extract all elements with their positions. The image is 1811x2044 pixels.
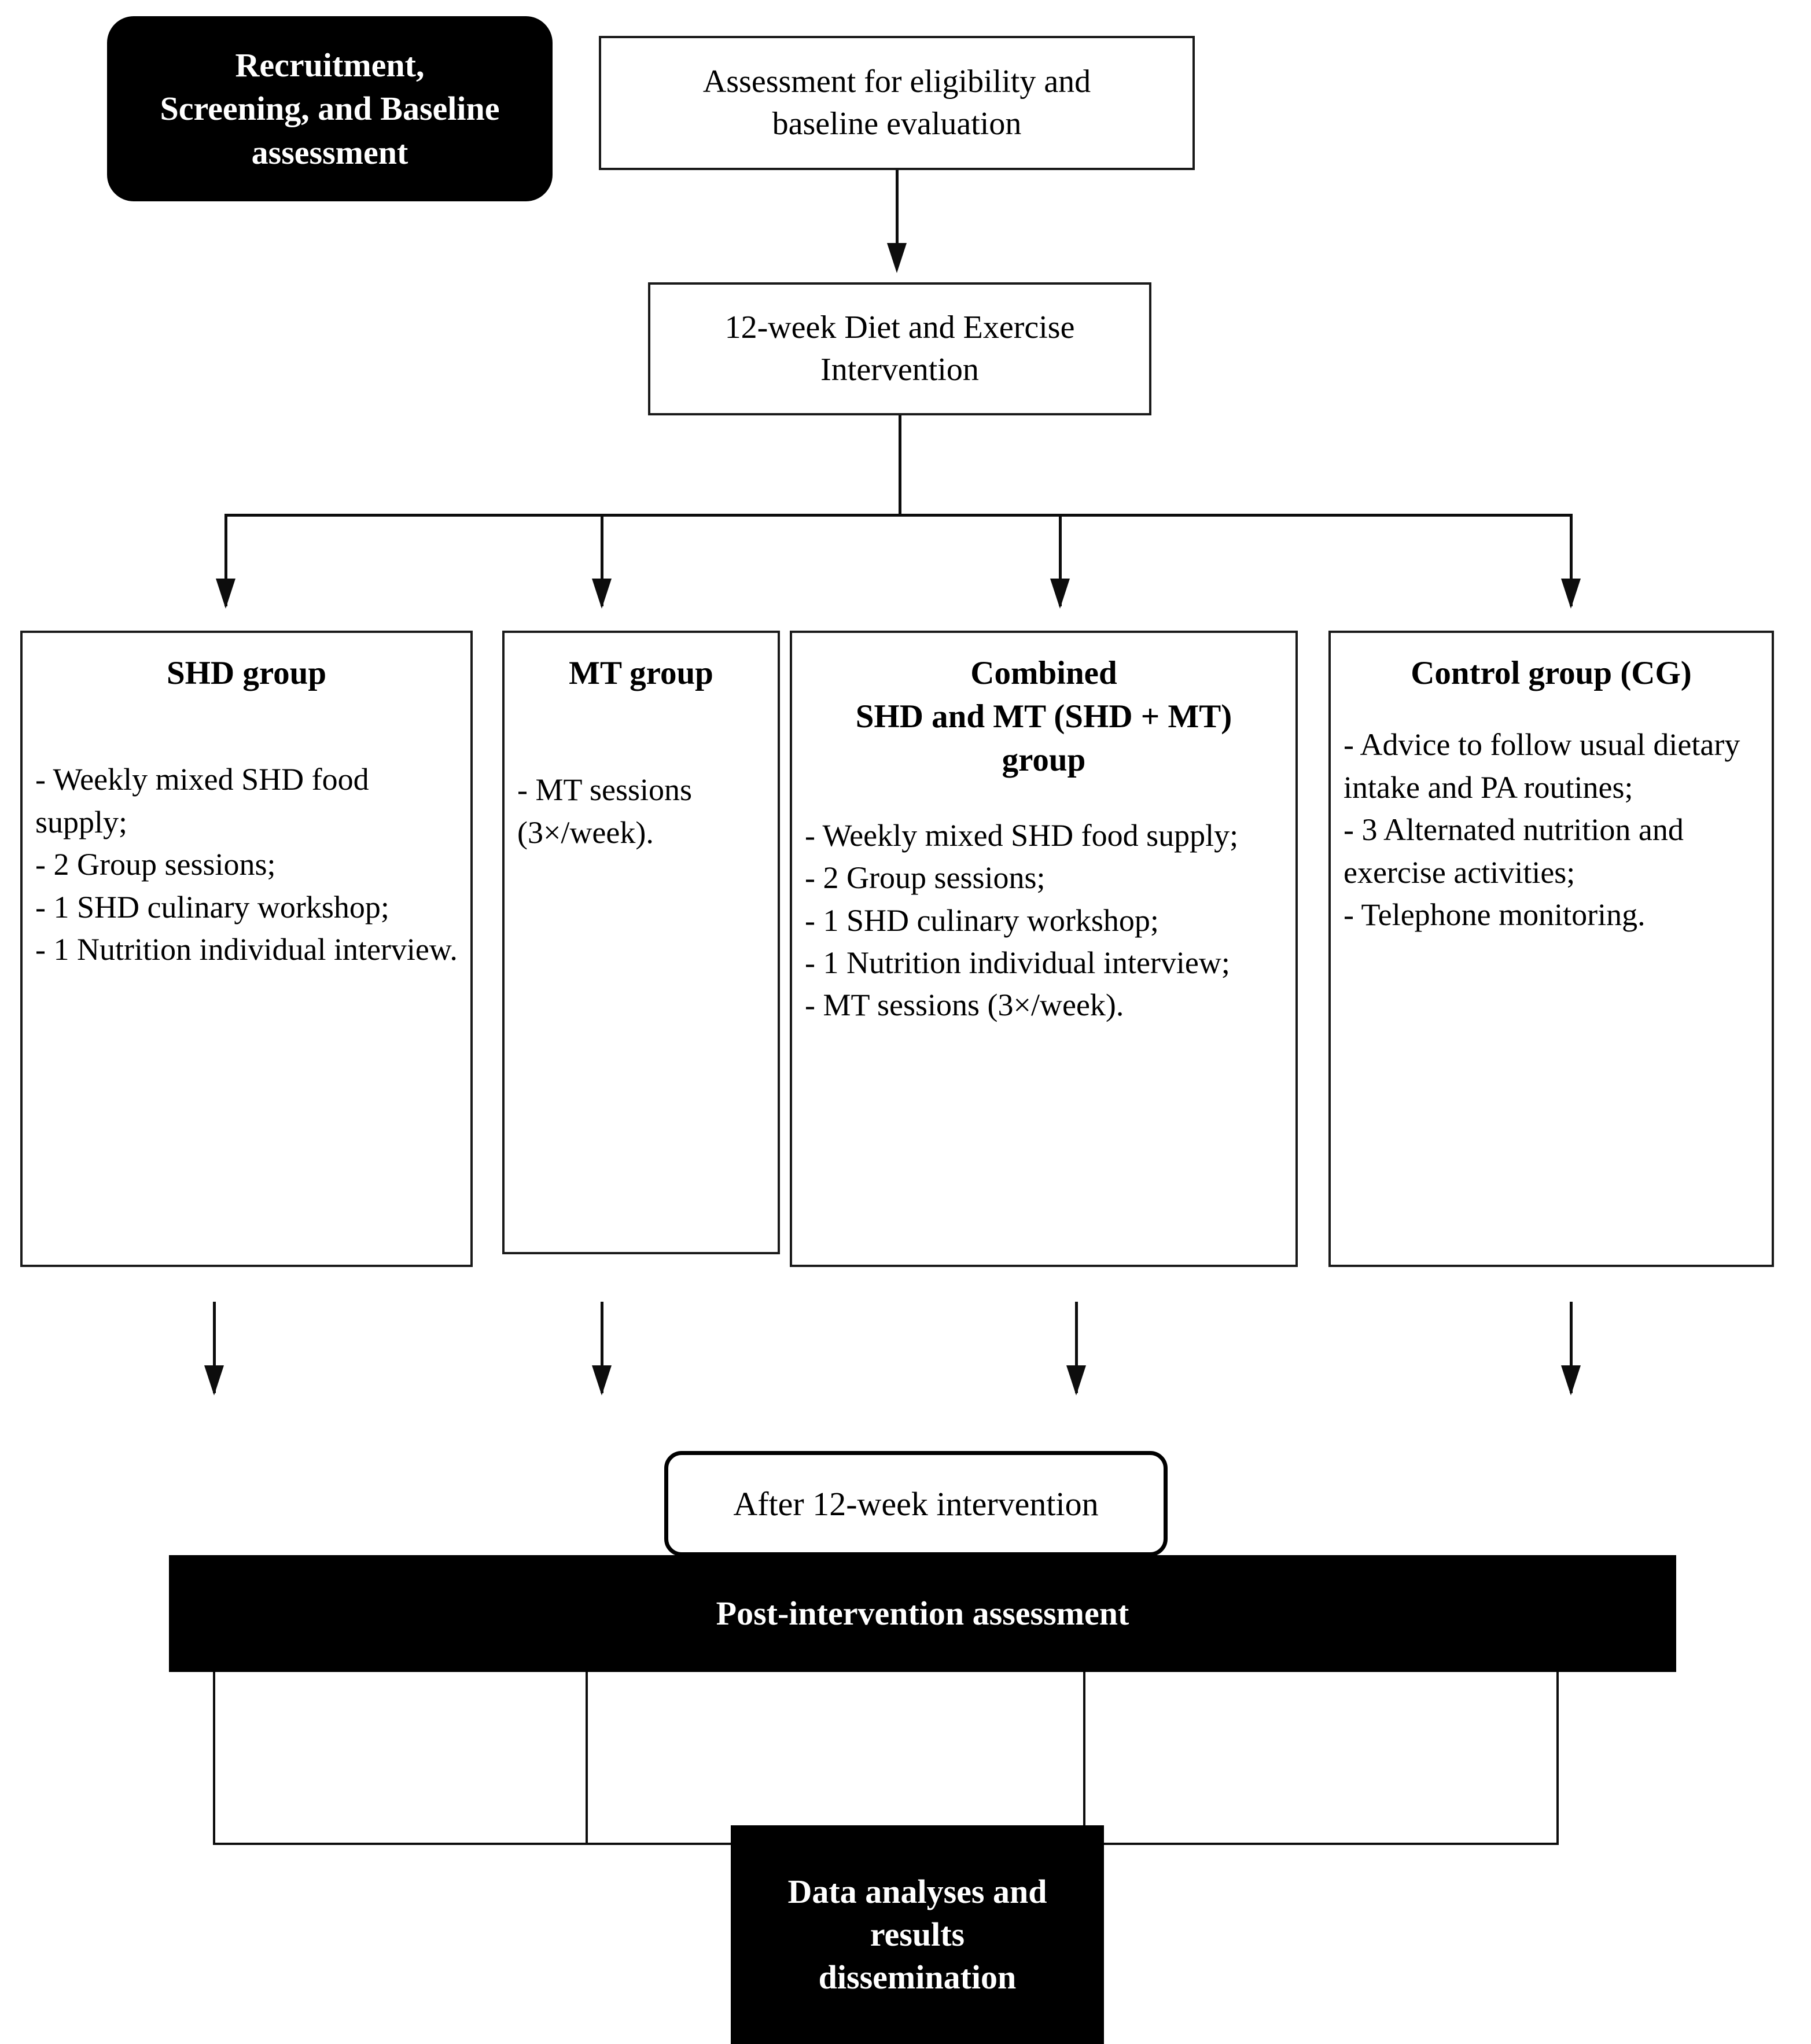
connector-split-to-control — [1570, 514, 1573, 606]
connector-split-to-shd — [224, 514, 227, 606]
connector-split-bar — [224, 514, 1573, 517]
phase-label-after-intervention: After 12-week intervention — [664, 1451, 1168, 1556]
arrowhead-to-control-group — [1561, 579, 1581, 609]
group-body-control: - Advice to follow usual dietary intake … — [1343, 727, 1740, 932]
group-box-mt: MT group - MT sessions (3×/week). — [502, 631, 780, 1254]
group-box-control: Control group (CG) - Advice to follow us… — [1328, 631, 1774, 1267]
group-title-shd: SHD group — [166, 655, 327, 691]
group-title-mt: MT group — [569, 655, 713, 691]
group-title-combined: Combined SHD and MT (SHD + MT) group — [855, 655, 1232, 779]
arrowhead-combined-to-post — [1066, 1365, 1086, 1395]
group-body-mt: - MT sessions (3×/week). — [517, 772, 693, 850]
arrowhead-to-shd-group — [216, 579, 235, 609]
group-body-combined: - Weekly mixed SHD food supply; - 2 Grou… — [805, 817, 1239, 1023]
node-12week-intervention: 12-week Diet and Exercise Intervention — [648, 282, 1151, 415]
connector-combined-to-post — [1075, 1302, 1078, 1393]
phase-label-recruitment: Recruitment, Screening, and Baseline ass… — [107, 16, 553, 201]
connector-control-to-post — [1570, 1302, 1573, 1393]
connector-shd-to-post — [213, 1302, 216, 1393]
arrowhead-to-mt-group — [592, 579, 612, 609]
arrowhead-control-to-post — [1561, 1365, 1581, 1395]
connector-intervention-to-split — [899, 415, 901, 517]
connector-split-to-combined — [1059, 514, 1062, 606]
node-assessment-eligibility: Assessment for eligibility and baseline … — [599, 36, 1195, 170]
connector-mt-to-post — [601, 1302, 603, 1393]
bracket-leg-mid-left — [586, 1672, 588, 1844]
connector-split-to-mt — [601, 514, 603, 606]
bracket-leg-mid-right — [1083, 1672, 1085, 1844]
group-box-combined: Combined SHD and MT (SHD + MT) group - W… — [790, 631, 1298, 1267]
group-title-control: Control group (CG) — [1411, 655, 1692, 691]
node-post-intervention-assessment: Post-intervention assessment — [169, 1555, 1676, 1672]
group-body-shd: - Weekly mixed SHD food supply; - 2 Grou… — [35, 762, 458, 967]
bracket-leg-left — [213, 1672, 215, 1844]
arrowhead-mt-to-post — [592, 1365, 612, 1395]
arrowhead-shd-to-post — [204, 1365, 224, 1395]
group-box-shd: SHD group - Weekly mixed SHD food supply… — [20, 631, 473, 1267]
arrowhead-to-combined-group — [1050, 579, 1070, 609]
arrowhead-to-intervention — [887, 243, 907, 273]
node-data-analyses-dissemination: Data analyses and results dissemination — [731, 1825, 1104, 2044]
bracket-leg-right — [1556, 1672, 1559, 1844]
connector-assessment-to-intervention — [896, 170, 899, 251]
